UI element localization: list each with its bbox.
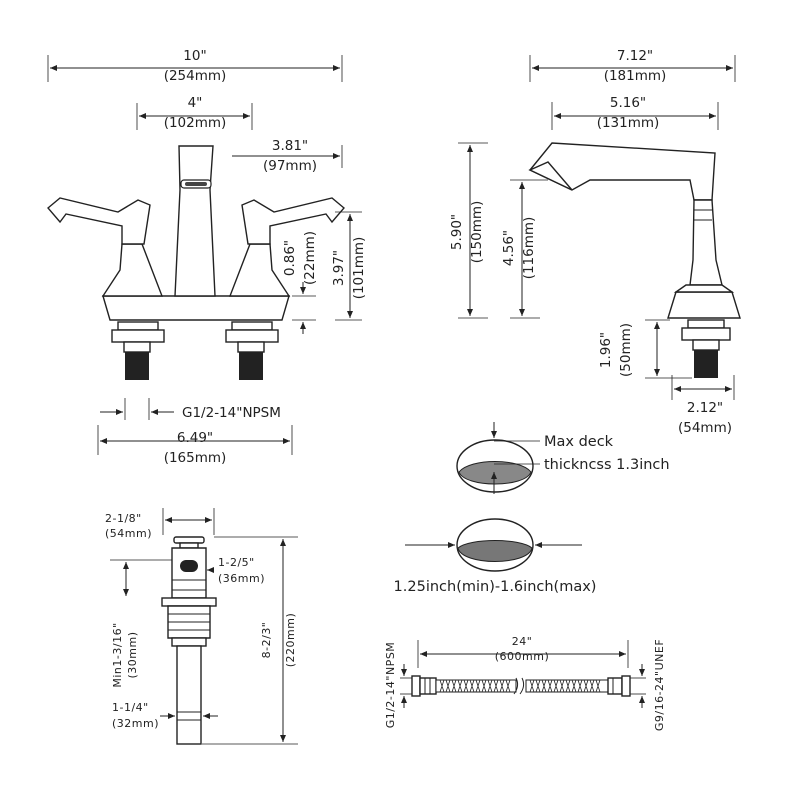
shank-length-label: 1.96"	[598, 332, 614, 368]
right-shank	[225, 321, 279, 380]
drain-min-length-mm-label: (30mm)	[126, 631, 139, 678]
deck-thickness-detail: Max deck thickncss 1.3inch	[456, 422, 670, 494]
base-depth-mm-label: (54mm)	[678, 420, 732, 436]
base-height-label: 0.86"	[282, 240, 298, 276]
side-spout	[528, 142, 716, 201]
front-width-label: 10"	[183, 48, 206, 64]
drain-body-mm-label: (36mm)	[218, 572, 265, 585]
hose-length-mm-label: (600mm)	[495, 650, 550, 663]
spout-height-label: 4.56"	[501, 230, 517, 266]
right-handle-lever	[241, 197, 345, 245]
drain-cap-mm-label: (54mm)	[105, 527, 152, 540]
front-reach-label: 3.81"	[272, 138, 308, 154]
right-handle-base	[228, 243, 291, 297]
deck-note-line2: thickncss 1.3inch	[544, 457, 670, 473]
front-view: 10" (254mm) 4" (102mm) 3.81" (97mm)	[47, 48, 367, 466]
base-height-mm-label: (22mm)	[302, 231, 318, 285]
hose-right-thread-label: G9/16-24"UNEF	[653, 639, 666, 731]
hose-left-thread-label: G1/2-14"NPSM	[384, 642, 397, 729]
drain-cap-label: 2-1/8"	[105, 512, 142, 525]
total-height-mm-label: (150mm)	[469, 201, 485, 264]
side-depth-mm-label: (181mm)	[604, 68, 667, 84]
drain-assembly: 2-1/8" (54mm) 1-2/5" (36mm) Min1-3/16" (…	[105, 508, 298, 745]
handle-height-label: 3.97"	[331, 250, 347, 286]
side-reach-label: 5.16"	[610, 95, 646, 111]
side-base	[667, 291, 741, 319]
left-shank	[111, 321, 165, 380]
drain-flange	[161, 597, 217, 607]
hole-diameter-detail: 1.25inch(min)-1.6inch(max)	[394, 518, 597, 595]
aerator-hole	[185, 182, 207, 186]
drain-total-length-mm-label: (220mm)	[284, 613, 297, 668]
base-width-mm-label: (165mm)	[164, 450, 227, 466]
spout-height-mm-label: (116mm)	[521, 217, 537, 280]
side-shank-thread	[694, 350, 718, 378]
drain-total-length-label: 8-2/3"	[260, 622, 273, 659]
shank-length-mm-label: (50mm)	[618, 323, 634, 377]
side-view: 7.12" (181mm) 5.16" (131mm) 5.90" (150mm…	[449, 48, 741, 436]
faucet-base	[102, 295, 290, 321]
drain-body-label: 1-2/5"	[218, 556, 255, 569]
hole-range-label: 1.25inch(min)-1.6inch(max)	[394, 579, 597, 595]
front-width-mm-label: (254mm)	[164, 68, 227, 84]
side-handle-body	[689, 199, 723, 286]
hose-length-label: 24"	[512, 635, 533, 648]
front-reach-mm-label: (97mm)	[263, 158, 317, 174]
base-width-label: 6.49"	[177, 430, 213, 446]
drain-min-length-label: Min1-3/16"	[111, 622, 124, 687]
total-height-label: 5.90"	[449, 214, 465, 250]
supply-hose: 24" (600mm) G1/2-14"NPSM G9/16-24"UNEF	[384, 635, 666, 731]
handle-height-mm-label: (101mm)	[351, 237, 367, 300]
center-spread-label: 4"	[188, 95, 203, 111]
drain-tail-mm-label: (32mm)	[112, 717, 159, 730]
front-thread-label: G1/2-14"NPSM	[182, 405, 281, 421]
hose-left-nut	[411, 675, 421, 697]
center-spread-mm-label: (102mm)	[164, 115, 227, 131]
drain-tail-label: 1-1/4"	[112, 701, 149, 714]
base-depth-label: 2.12"	[687, 400, 723, 416]
hose-right-nut	[621, 675, 631, 697]
drain-cap	[173, 536, 205, 544]
side-depth-label: 7.12"	[617, 48, 653, 64]
side-reach-mm-label: (131mm)	[597, 115, 660, 131]
faucet-spout	[174, 145, 216, 297]
deck-note-line1: Max deck	[544, 434, 614, 450]
left-handle-base	[101, 243, 164, 297]
left-handle-lever	[47, 197, 151, 245]
drain-tailpiece	[176, 645, 202, 745]
